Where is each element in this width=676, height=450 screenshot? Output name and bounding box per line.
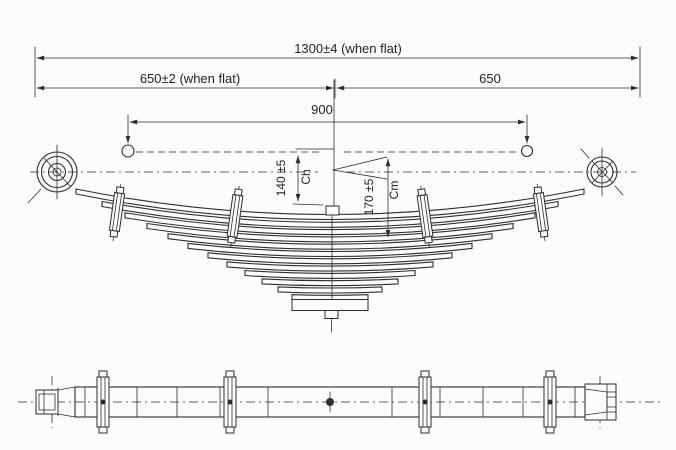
center-bolt-head-top (325, 205, 340, 216)
leaf-main (75, 188, 585, 221)
rebound-clip-plan (223, 370, 237, 434)
dim-camber-1-value: 140 ±5 (274, 159, 288, 196)
dimension-load-span: 900 (125, 102, 530, 144)
dim-load-span-label: 900 (311, 102, 333, 117)
leaf (167, 233, 493, 250)
leaf (226, 261, 434, 272)
rebound-clip-plan (418, 370, 432, 434)
load-point-circle-right (520, 144, 534, 158)
leaf (244, 269, 416, 279)
load-point-circle-left (121, 144, 135, 158)
dim-camber-1-label: Ch (299, 169, 313, 184)
dim-camber-2-value: 170 ±5 (362, 178, 376, 215)
leaf (146, 222, 514, 243)
dim-right-half-label: 650 (479, 71, 501, 86)
leaf (187, 242, 473, 258)
leaf (261, 278, 399, 287)
center-band-plate (291, 299, 369, 311)
dimension-overall-flat: 1300±4 (when flat) (34, 41, 641, 98)
side-view: 140 ±5 Ch 170 ±5 Cm (27, 79, 636, 333)
plan-eye-end-right (584, 383, 617, 421)
dimension-left-half-flat: 650±2 (when flat) (36, 71, 336, 99)
rebound-clip-side (226, 185, 244, 248)
dim-left-half-label: 650±2 (when flat) (140, 71, 240, 86)
leaf (124, 212, 536, 236)
spring-eye-left (27, 144, 78, 204)
plan-leaf-end-lines (84, 387, 576, 417)
dimension-camber-2: 170 ±5 Cm (332, 156, 401, 238)
rebound-clip-plan (543, 370, 557, 434)
dim-camber-2-label: Cm (387, 181, 401, 200)
plan-eye-end-left (35, 386, 76, 418)
plan-view (18, 370, 660, 434)
leaf (277, 286, 383, 294)
rebound-clip-side (108, 183, 126, 242)
rebound-clip-side (416, 185, 434, 248)
rebound-clip-plan (96, 370, 110, 434)
center-bolt-head-bottom (324, 310, 339, 319)
dimension-camber-1: 140 ±5 Ch (274, 148, 335, 206)
dimension-right-half: 650 (336, 71, 639, 91)
rebound-clip-side (532, 183, 550, 242)
leaf (207, 252, 453, 265)
spring-eye-right (580, 147, 624, 197)
dim-overall-flat-label: 1300±4 (when flat) (294, 41, 402, 56)
center-bolt (291, 79, 369, 333)
